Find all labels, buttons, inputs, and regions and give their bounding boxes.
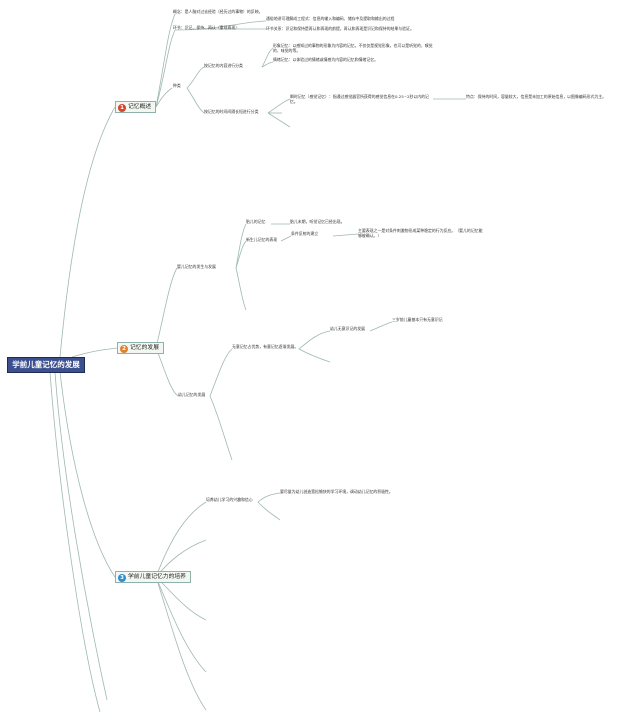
unintentional-memory-detail-node[interactable]: 三岁前儿童基本只有无意识记 [392, 317, 443, 322]
memory-concept-node[interactable]: 概念：是人脑对过去经验（经历过的事物）的反映。 [173, 9, 263, 14]
fetal-memory-detail-node[interactable]: 胎儿末期，听觉记忆已经出现。 [290, 219, 345, 224]
conditioned-reflex-node[interactable]: 条件反射的建立 [291, 231, 319, 236]
sensory-memory-node[interactable]: 瞬时记忆（感觉记忆）：指通过感觉器官所获得的感觉信息在0.25~2秒以内的记忆。 [290, 94, 429, 104]
branch-memory-overview-label: 记忆概述 [128, 104, 152, 110]
fetal-memory-node[interactable]: 胎儿的记忆 [246, 219, 266, 224]
emotion-memory-node[interactable]: 情绪记忆：以体验过的情绪或情感为内容的记忆和情绪记忆。 [273, 57, 379, 62]
cultivate-interest-detail-node[interactable]: 要尽量为幼儿创造宽松愉快的学习环境，调动幼儿记忆的积极性。 [280, 489, 393, 494]
memory-types-node[interactable]: 种类 [173, 83, 181, 88]
infant-memory-emergence-node[interactable]: 婴儿记忆的发生与发展 [177, 264, 216, 269]
unintentional-memory-dominant-node[interactable]: 无意记忆占优势，有意记忆逐渐发展。 [232, 344, 299, 349]
number-badge-3: 3 [118, 573, 126, 582]
conditioned-reflex-detail-node[interactable]: 主要表现之一是对条件刺激物形成某种稳定的行为反应。（婴儿的记忆能够被确认。） [358, 228, 483, 238]
image-memory-node[interactable]: 形象记忆：以感知过的事物的形象为内容的记忆，不仅仅是视觉形象，也可以是听觉的、嗅… [273, 43, 433, 53]
duration-classification-node[interactable]: 按记忆的时间间隔长短进行分类 [204, 109, 259, 114]
memory-process-detail-2[interactable]: 环节关系：识记和保持是再认和再现的前提，再认和再现是识记和保持的结果与验证。 [266, 26, 414, 31]
number-badge-2: 2 [120, 344, 128, 353]
branch-memory-development-label: 记忆的发展 [130, 345, 159, 351]
cultivate-interest-node[interactable]: 培养幼儿学习的兴趣和信心 [206, 497, 253, 502]
number-badge-1: 1 [118, 103, 126, 112]
content-classification-node[interactable]: 按记忆的内容进行分类 [204, 63, 243, 68]
memory-process-detail-1[interactable]: 通俗地讲可理解成工程式：信息的输入和编码、储存中及提取和输出的过程 [266, 16, 395, 21]
root-node[interactable]: 学前儿童记忆的发展 [7, 357, 85, 373]
newborn-memory-node[interactable]: 新生儿记忆的表现 [246, 237, 278, 242]
branch-memory-cultivation-label: 学前儿童记忆力的培养 [128, 574, 186, 580]
preschool-memory-development-node[interactable]: 幼儿记忆的发展 [178, 392, 206, 397]
sensory-memory-feature-node[interactable]: 特点：保持的时间，容量较大，信息是未加工的原始信息，以图像编码形式为主。 [466, 94, 607, 99]
memory-process-node[interactable]: 环节：识记、保持、再认（重现再现） [173, 25, 240, 30]
connector-lines [49, 13, 466, 713]
unintentional-memory-development-node[interactable]: 幼儿无意识记的发展 [330, 326, 366, 331]
